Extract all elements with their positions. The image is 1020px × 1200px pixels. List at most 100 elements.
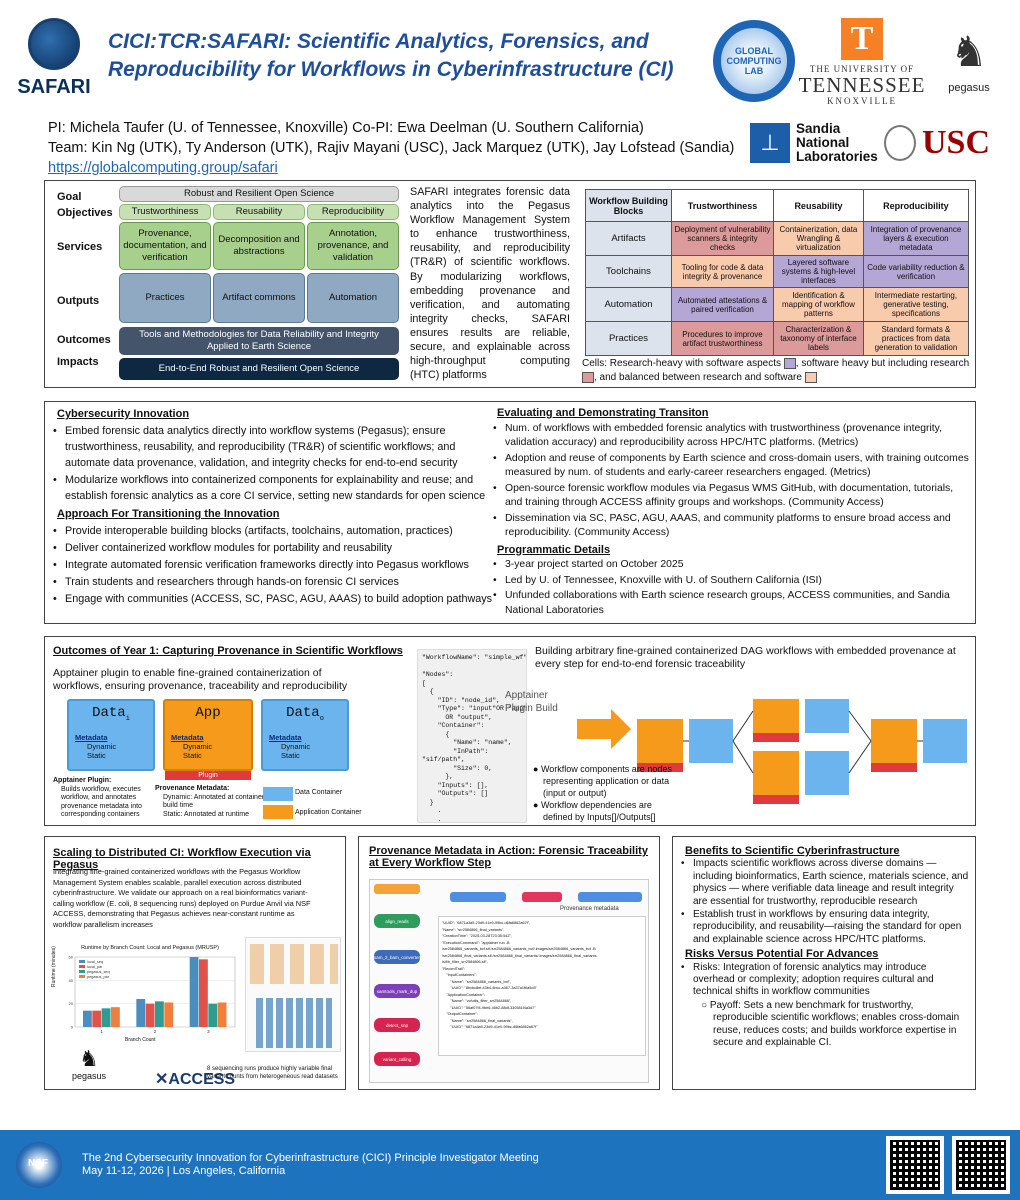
apptainer-plugin-notes: Apptainer Plugin: Builds workflow, execu… bbox=[53, 777, 153, 820]
y-tick-label: 40 bbox=[69, 978, 74, 983]
ut-line-2: TENNESSEE bbox=[798, 73, 926, 97]
chart-title: Runtime by Branch Count: Local and Pegas… bbox=[81, 945, 219, 951]
legend-app-label: Application Container bbox=[295, 809, 362, 816]
table-cell: Integration of provenance layers & execu… bbox=[862, 221, 970, 256]
list-item: ● Workflow dependencies are defined by I… bbox=[533, 800, 656, 822]
list-item: Risks: Integration of forensic analytics… bbox=[679, 962, 969, 999]
step-node: variant_calling bbox=[374, 1052, 420, 1066]
qr-code-icon[interactable] bbox=[952, 1136, 1010, 1194]
list-item: Modularize workflows into containerized … bbox=[51, 472, 503, 504]
table-cell: Containerization, data Wrangling & virtu… bbox=[773, 221, 864, 256]
app-node: App Metadata Dynamic Static bbox=[163, 699, 253, 771]
table-cell: Standard formats & practices from data g… bbox=[862, 321, 970, 356]
access-logo: ✕ACCESS bbox=[155, 1071, 236, 1088]
scaling-caption: 8 sequencing runs produce highly variabl… bbox=[207, 1066, 338, 1080]
list-item: Open-source forensic workflow modules vi… bbox=[491, 482, 971, 511]
list-item: Engage with communities (ACCESS, SC, PAS… bbox=[51, 591, 503, 607]
scaling-text: Integrating fine-grained containerized w… bbox=[53, 867, 311, 929]
dag-edge bbox=[848, 740, 872, 774]
label-objectives: Objectives bbox=[57, 207, 113, 219]
prov-meta-item: Dynamic: Annotated at container build ti… bbox=[163, 793, 265, 810]
prov-meta-item: Static: Annotated at runtime bbox=[163, 810, 249, 818]
provenance-title: Provenance Metadata in Action: Forensic … bbox=[369, 845, 648, 869]
legend-app-swatch bbox=[263, 805, 293, 819]
prov-meta-heading: Provenance Metadata: bbox=[155, 785, 230, 792]
team-line: Team: Kin Ng (UTK), Ty Anderson (UTK), R… bbox=[48, 140, 735, 156]
dag-data-node bbox=[805, 751, 849, 795]
seal-icon bbox=[884, 125, 916, 161]
table-row: Artifacts Deployment of vulnerability sc… bbox=[585, 221, 970, 256]
static-label: Static bbox=[87, 751, 106, 760]
ut-letter: T bbox=[841, 18, 883, 60]
project-link[interactable]: https://globalcomputing.group/safari bbox=[48, 160, 278, 176]
heading-risks: Risks Versus Potential For Advances bbox=[685, 948, 879, 961]
outcomes-subtitle: Apptainer plugin to enable fine-grained … bbox=[53, 667, 348, 692]
y-tick-label: 20 bbox=[69, 1001, 74, 1006]
legend-swatch-orange bbox=[804, 371, 817, 383]
list-item: Dissemination via SC, PASC, AGU, AAAS, a… bbox=[491, 512, 971, 541]
goal-box: Robust and Resilient Open Science bbox=[119, 186, 399, 202]
ut-logo: T THE UNIVERSITY OF TENNESSEE KNOXVILLE bbox=[798, 18, 926, 106]
list-item: Embed forensic data analytics directly i… bbox=[51, 423, 503, 471]
workflow-graph-image bbox=[245, 937, 341, 1052]
pegasus-logo-text: pegasus bbox=[948, 82, 990, 94]
dag-bullets: ● Workflow components are nodes represen… bbox=[533, 763, 683, 823]
pi-line: PI: Michela Taufer (U. of Tennessee, Kno… bbox=[48, 120, 644, 136]
usc-logo: USC bbox=[884, 124, 1014, 162]
list-item: Led by U. of Tennessee, Knoxville with U… bbox=[491, 574, 971, 589]
legend-swatch bbox=[79, 975, 85, 978]
data-output-title: Datao bbox=[286, 705, 324, 723]
benefits-column: Benefits to Scientific Cyberinfrastructu… bbox=[679, 843, 969, 1050]
legend-label: pegasus_par bbox=[87, 975, 110, 979]
workflow-json-code: "WorkflowName": "simple_wf", "Nodes": [ … bbox=[417, 649, 527, 823]
y-tick-label: 0 bbox=[71, 1025, 74, 1030]
page-title: CICI:TCR:SAFARI: Scientific Analytics, F… bbox=[108, 28, 708, 84]
bar bbox=[189, 957, 199, 1027]
outcome-box: Tools and Methodologies for Data Reliabi… bbox=[119, 327, 399, 355]
meta-node bbox=[578, 892, 642, 902]
label-outcomes: Outcomes bbox=[57, 334, 111, 346]
node-label: Data bbox=[286, 705, 320, 721]
bullet-text: Workflow dependencies are defined by Inp… bbox=[540, 800, 656, 822]
build-label: Apptainer Plugin Build bbox=[505, 690, 558, 714]
provenance-panel: Provenance Metadata in Action: Forensic … bbox=[358, 836, 660, 1090]
horse-icon: ♞ bbox=[950, 28, 988, 75]
list-item: ● Workflow components are nodes represen… bbox=[533, 764, 672, 798]
step-node: samtools_mark_dup bbox=[374, 984, 420, 998]
dag-app-meta bbox=[639, 731, 681, 759]
dag-app-node bbox=[871, 719, 917, 763]
table-corner: Workflow Building Blocks bbox=[585, 189, 672, 222]
bar bbox=[208, 1003, 218, 1027]
metadata-label: Metadata bbox=[171, 733, 204, 742]
qr-code-icon[interactable] bbox=[886, 1136, 944, 1194]
pegasus-logo: ♞ pegasus bbox=[930, 22, 1008, 104]
framework-panel: Goal Objectives Services Outputs Outcome… bbox=[44, 180, 976, 388]
node-label: Data bbox=[92, 705, 126, 721]
provenance-metadata-notes: Provenance Metadata: Dynamic: Annotated … bbox=[155, 785, 265, 819]
label-goal: Goal bbox=[57, 191, 82, 203]
bar bbox=[136, 999, 146, 1027]
table-row: Practices Procedures to improve artifact… bbox=[585, 321, 970, 356]
dag-edge bbox=[848, 710, 872, 742]
heading-cyber-innovation: Cybersecurity Innovation bbox=[57, 408, 190, 420]
dag-plugin bbox=[871, 763, 917, 772]
bar bbox=[111, 1007, 120, 1027]
meta-node bbox=[450, 892, 506, 902]
label-impacts: Impacts bbox=[57, 356, 99, 368]
table-cell: Characterization & taxonomy of interface… bbox=[773, 321, 864, 356]
list-item: Deliver containerized workflow modules f… bbox=[51, 540, 503, 556]
dag-data-node bbox=[689, 719, 733, 763]
build-arrow bbox=[577, 709, 631, 749]
payoff-item: ○ Payoff: Sets a new benchmark for trust… bbox=[701, 999, 960, 1049]
list-item: Establish trust in workflows by ensuring… bbox=[679, 909, 969, 946]
footer-line-1: The 2nd Cybersecurity Innovation for Cyb… bbox=[82, 1152, 539, 1164]
table-cell: Code variability reduction & verificatio… bbox=[862, 255, 970, 288]
bar bbox=[92, 1010, 102, 1027]
nsf-logo: NSF bbox=[16, 1142, 62, 1188]
legend-label: pegasus_seq bbox=[87, 970, 110, 974]
provenance-meta-label: Provenance metadata bbox=[560, 906, 619, 912]
dynamic-label: Dynamic bbox=[87, 742, 117, 751]
objective-reusability: Reusability bbox=[213, 204, 305, 220]
service-provenance: Provenance, documentation, and verificat… bbox=[119, 222, 211, 270]
metadata-label: Metadata bbox=[75, 733, 108, 742]
